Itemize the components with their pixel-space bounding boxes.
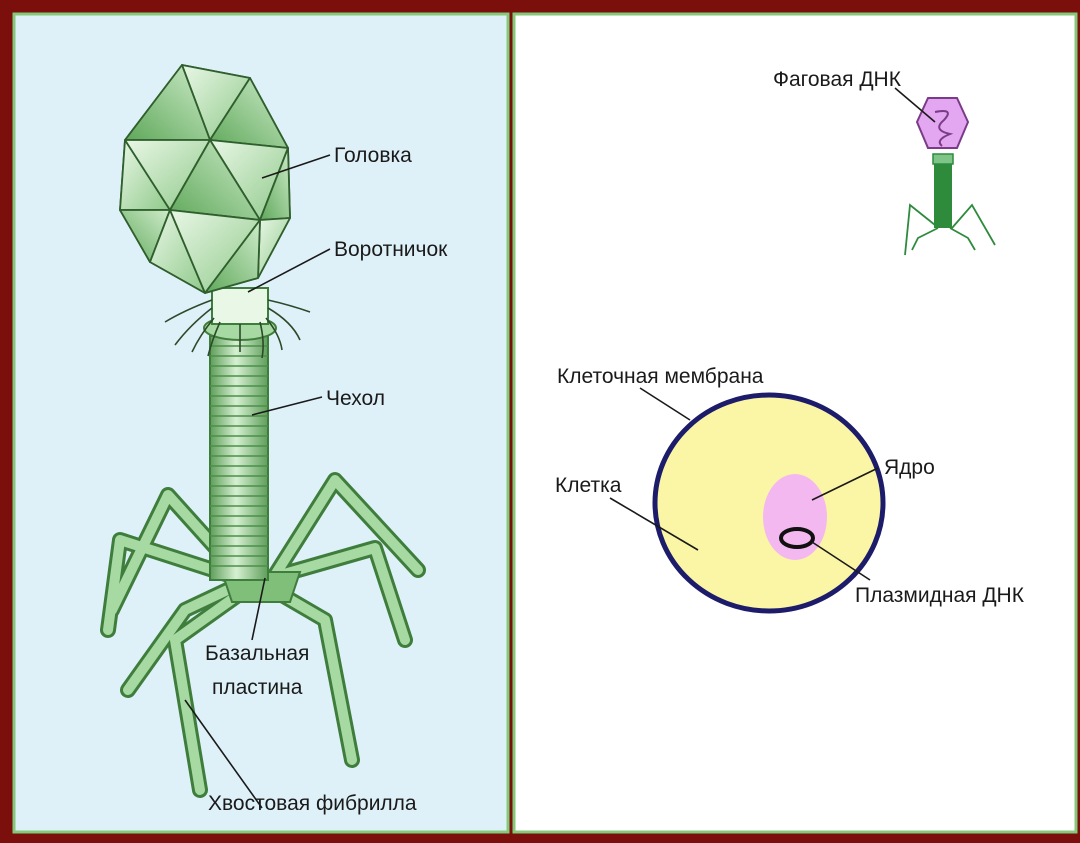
- label-head: Головка: [334, 144, 412, 167]
- label-cell: Клетка: [555, 474, 622, 497]
- label-phage-dna: Фаговая ДНК: [773, 68, 902, 91]
- bacterial-cell: [655, 395, 883, 611]
- small-phage-tail: [934, 162, 952, 228]
- label-sheath: Чехол: [326, 387, 385, 410]
- label-plasmid-dna: Плазмидная ДНК: [855, 584, 1025, 607]
- tail-sheath: [210, 336, 268, 580]
- label-baseplate-line2: пластина: [212, 676, 303, 699]
- neck: [212, 288, 268, 324]
- small-phage-neck: [933, 154, 953, 164]
- label-nucleus: Ядро: [884, 456, 935, 479]
- label-baseplate-line1: Базальная: [205, 642, 309, 665]
- small-phage-head: [917, 98, 968, 148]
- label-collar: Воротничок: [334, 238, 448, 261]
- label-cell-membrane: Клеточная мембрана: [557, 365, 764, 388]
- label-tail-fiber: Хвостовая фибрилла: [208, 792, 417, 815]
